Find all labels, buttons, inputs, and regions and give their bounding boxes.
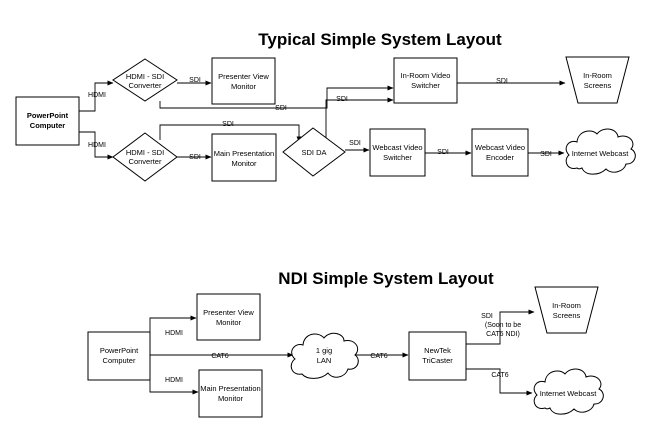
node-label-line: Monitor [231,82,257,91]
edge-ppt-to-converter-bottom [79,131,114,160]
node-presenter-view-monitor: Presenter View Monitor [211,57,276,105]
node-label-line: HDMI - SDI [126,148,164,157]
node-label-line: Computer [103,356,136,365]
diagram-title-typical: Typical Simple System Layout [258,30,502,49]
node-label-line: In-Room [552,301,581,310]
node-powerpoint-computer: PowerPoint Computer [87,331,151,381]
node-label-line: Presenter View [203,308,254,317]
node-label-line: In-Room Video [401,71,451,80]
node-internet-webcast: Internet Webcast [565,128,636,175]
edge-label-sdi: SDI [481,313,493,320]
node-label-line: Webcast Video [372,143,422,152]
node-label-line: Monitor [216,318,242,327]
node-label-line: PowerPoint [100,346,139,355]
edge-label-soon: (Soon to be [485,322,521,329]
node-label-line: Main Presentation [200,384,260,393]
node-newtek-tricaster: NewTek TriCaster [408,331,467,381]
edge-converter-top-to-inroom-switcher [159,85,394,109]
edge-label-hdmi-top: HDMI [165,330,183,337]
node-label-line: Encoder [486,153,514,162]
node-label-line: NewTek [424,346,451,355]
edge-label-sdi-internet: SDI [540,151,552,158]
diagram-title-ndi: NDI Simple System Layout [278,269,494,288]
edge-label-sdi-da-webcast: SDI [349,140,361,147]
edge-label-hdmi-top: HDMI [88,92,106,99]
node-label-line: Converter [129,157,162,166]
node-label-line: Webcast Video [475,143,525,152]
node-label-line: Switcher [411,81,440,90]
edge-label-sdi-presenter: SDI [189,77,201,84]
edge-label-sdi-encoder: SDI [437,149,449,156]
node-label-line: Screens [553,311,581,320]
node-label-line: Presenter View [218,72,269,81]
edge-tricaster-to-internet [466,368,533,396]
edge-label-hdmi-bottom: HDMI [88,142,106,149]
edge-labels-ndi: HDMI HDMI CAT6 CAT6 SDI (Soon to be CAT6… [165,313,521,384]
node-label-line: Monitor [231,159,257,168]
node-label-line: Internet Webcast [540,389,597,398]
node-label-line: Screens [584,81,612,90]
edge-label-sdi-da-inroom: SDI [336,96,348,103]
edge-labels-typical: HDMI HDMI SDI SDI SDI SDI SDI SDI SDI SD… [88,77,552,161]
node-hdmi-sdi-converter-bottom: HDMI - SDI Converter [112,132,178,182]
node-1-gig-lan: 1 gig LAN [290,332,359,379]
node-label-line: Switcher [383,153,412,162]
node-webcast-video-encoder: Webcast Video Encoder [471,128,529,177]
node-label-line: Main Presentation [214,149,274,158]
edge-converter-bottom-to-sdida [159,124,302,143]
node-label-line: HDMI - SDI [126,72,164,81]
node-label-line: Monitor [218,394,244,403]
node-internet-webcast: Internet Webcast [533,368,604,415]
edge-label-sdi-to-da: SDI [222,121,234,128]
node-presenter-view-monitor: Presenter View Monitor [196,293,261,341]
edge-label-hdmi-bottom: HDMI [165,377,183,384]
edge-label-cat6-tricaster: CAT6 [370,353,387,360]
node-label-line: Computer [30,121,65,130]
node-hdmi-sdi-converter-top: HDMI - SDI Converter [112,58,178,102]
edge-label-cat6-internet: CAT6 [491,372,508,379]
node-main-presentation-monitor: Main Presentation Monitor [198,369,263,418]
node-label-line: In-Room [583,71,612,80]
node-powerpoint-computer: PowerPoint Computer [15,96,80,146]
edges-typical [79,80,566,160]
edge-label-sdi-mainmon: SDI [189,154,201,161]
edge-label-cat6-lan: CAT6 [211,353,228,360]
edge-label-sdi-screens: SDI [496,78,508,85]
node-in-room-screens: In-Room Screens [565,56,630,104]
node-label-line: PowerPoint [27,111,69,120]
edge-label-sdi-bypass: SDI [275,105,287,112]
edge-tricaster-to-screens [466,309,535,345]
node-sdi-da: SDI DA [282,127,346,177]
node-label-line: SDI DA [301,148,326,157]
node-label-line: Internet Webcast [572,149,629,158]
edge-ppt-to-converter-top [79,80,114,112]
edge-label-cat6-ndi: CAT6 NDI) [486,331,520,338]
node-in-room-screens: In-Room Screens [534,286,599,334]
node-main-presentation-monitor: Main Presentation Monitor [211,133,277,182]
node-label-line: Converter [129,81,162,90]
node-in-room-video-switcher: In-Room Video Switcher [393,57,458,104]
node-label-line: 1 gig [316,346,332,355]
node-label-line: LAN [317,356,332,365]
node-label-line: TriCaster [422,356,453,365]
node-webcast-video-switcher: Webcast Video Switcher [369,128,426,177]
edge-sdida-to-inroom-switcher [325,97,394,142]
